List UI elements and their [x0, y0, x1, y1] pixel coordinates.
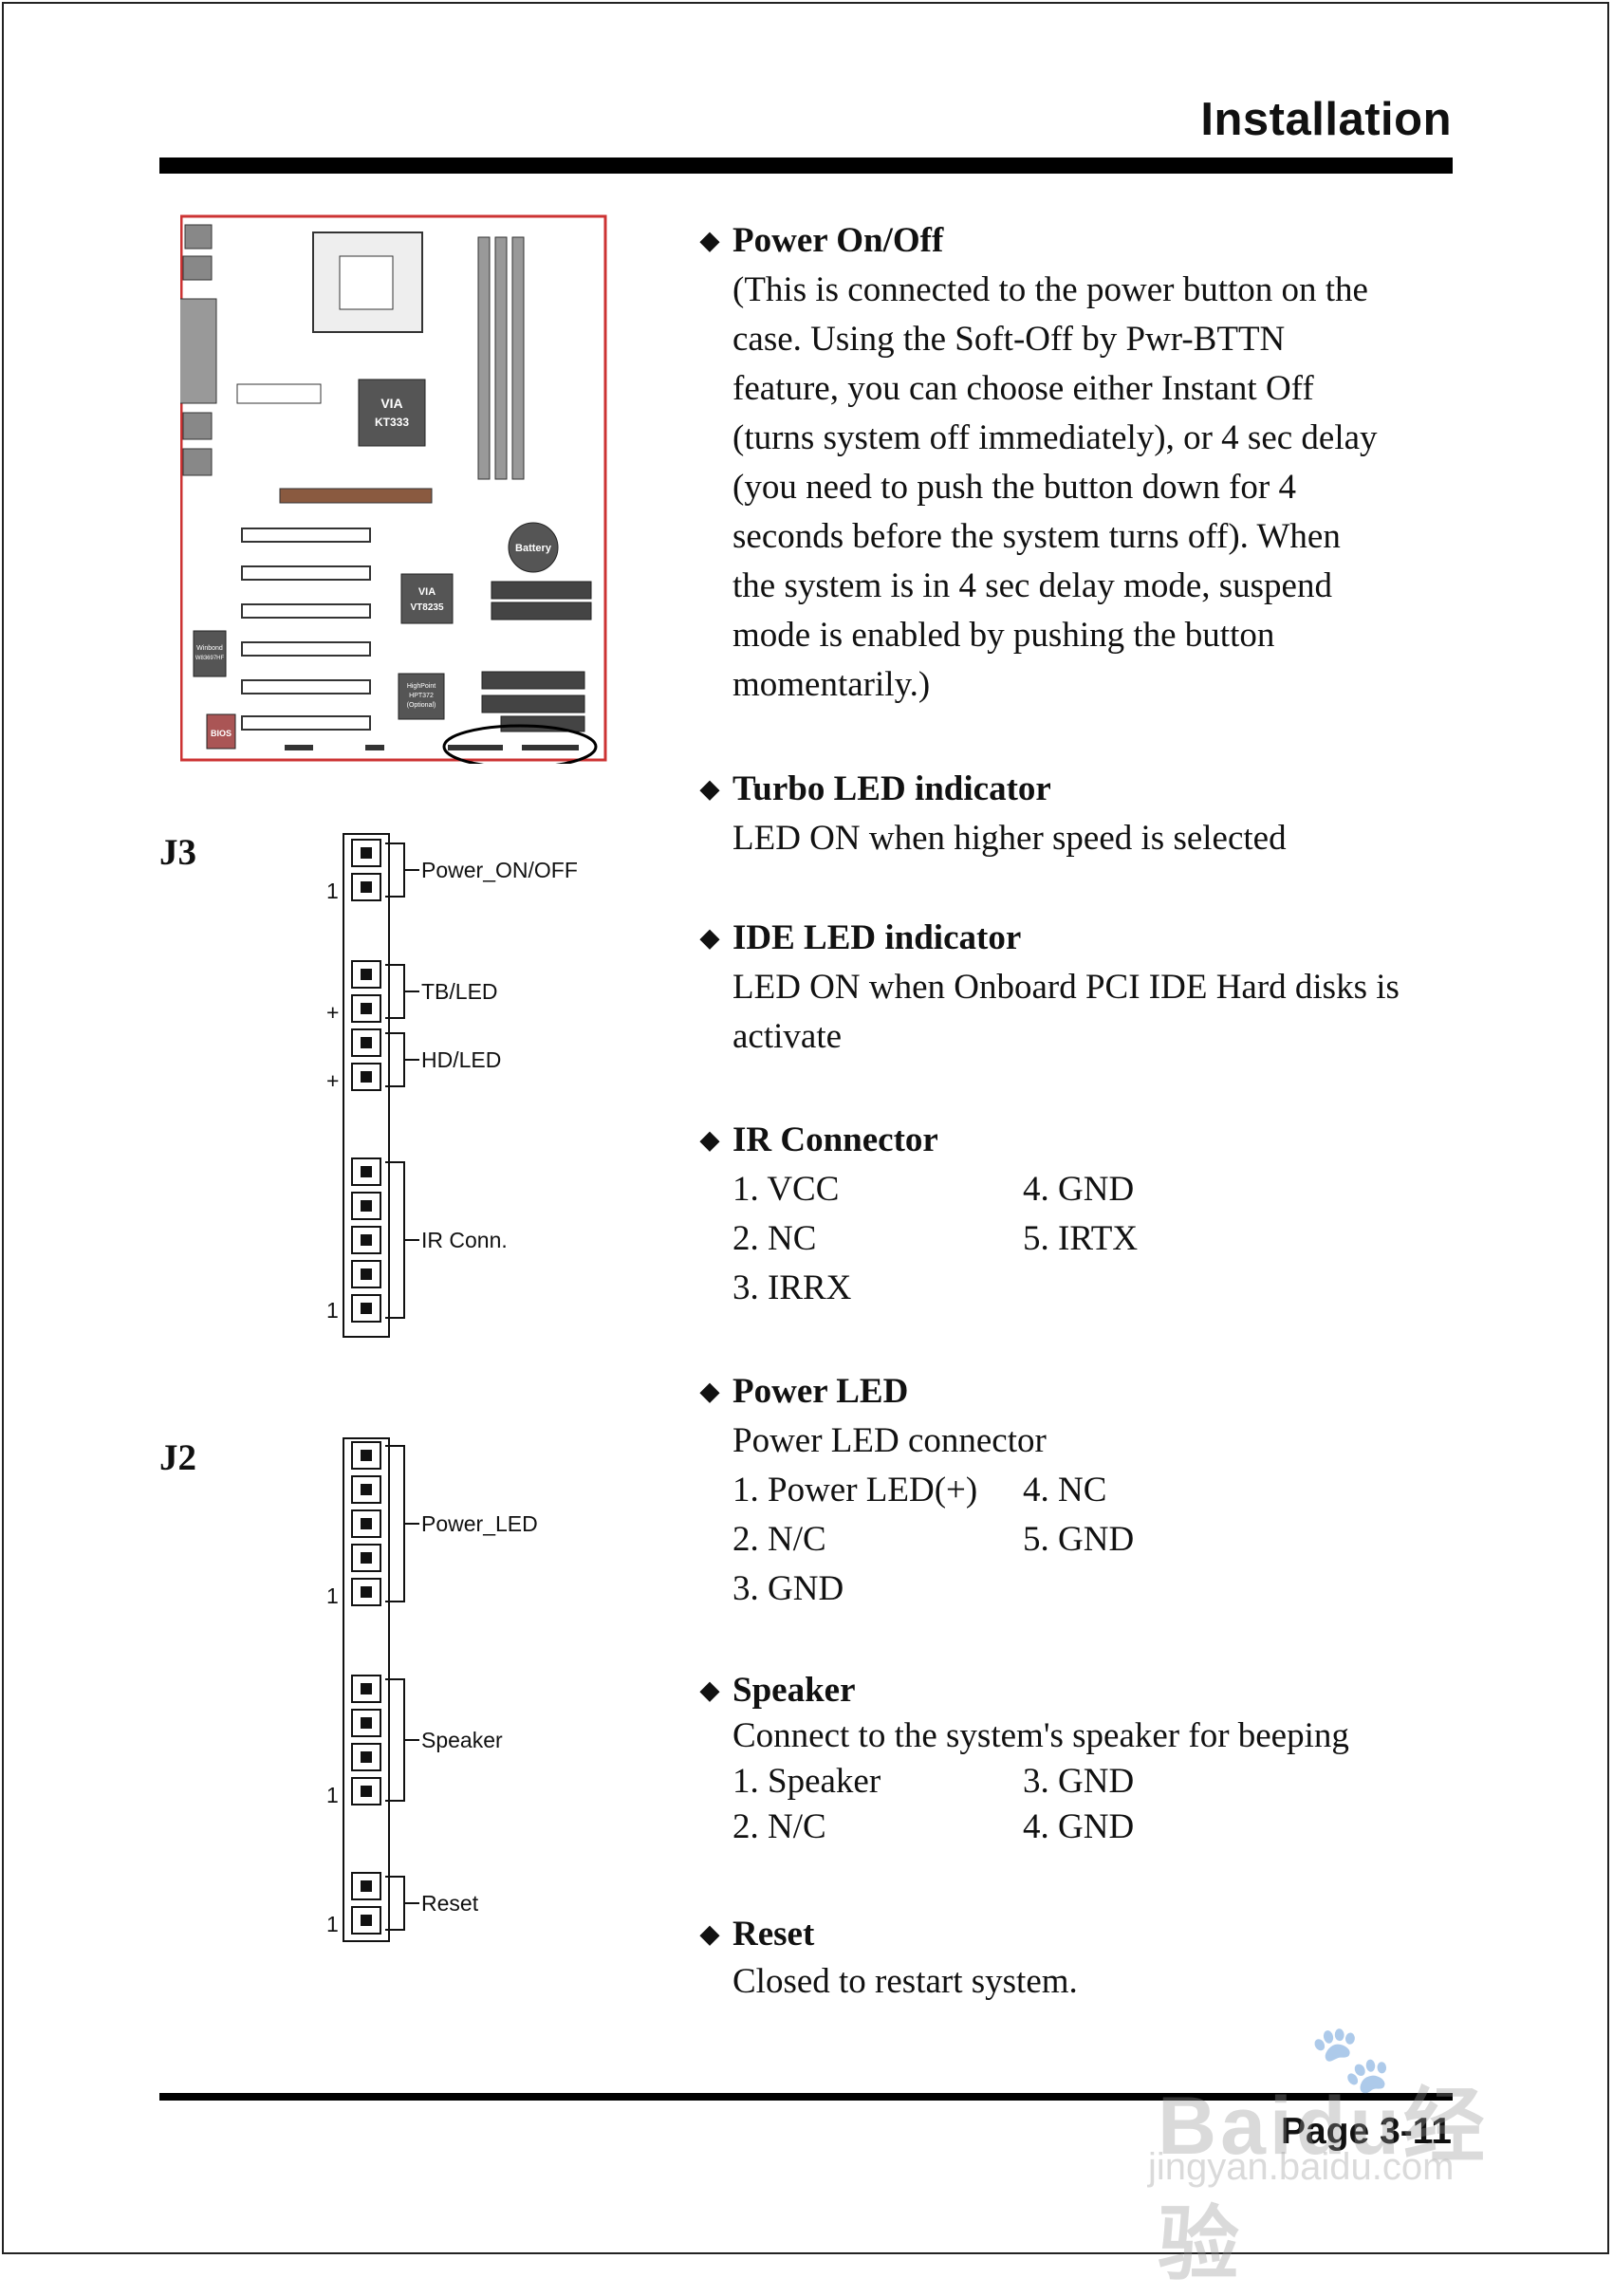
- section-body: Closed to restart system.: [732, 1962, 1078, 2001]
- section-speaker: ◆Speaker Connect to the system's speaker…: [700, 1668, 1478, 1850]
- page-border: [2, 2, 1609, 2254]
- section-body: Connect to the system's speaker for beep…: [732, 1716, 1349, 1755]
- j3-hd-led-label: HD/LED: [421, 1047, 501, 1072]
- watermark-url: jingyan.baidu.com: [1148, 2146, 1455, 2188]
- motherboard-diagram: VIA KT333 VIA VT8235 Battery HighPoint H…: [180, 214, 607, 764]
- front-panel-highlight: [442, 724, 598, 764]
- page-title: Installation: [1200, 94, 1452, 145]
- j2-reset-label: Reset: [421, 1891, 479, 1916]
- diamond-bullet-icon: ◆: [700, 1676, 719, 1704]
- j3-ir-conn-label: IR Conn.: [421, 1228, 508, 1252]
- diamond-bullet-icon: ◆: [700, 1126, 719, 1154]
- watermark: 🐾 Baidu经验 jingyan.baidu.com: [1139, 2021, 1518, 2290]
- chip-north-line2: KT333: [375, 416, 409, 429]
- j2-pin1-mark-power: 1: [326, 1583, 339, 1608]
- j2-pin-diagram: Power_LED Speaker Reset 1 1 1: [326, 1437, 538, 1942]
- chip-raid-line2: HPT372: [409, 693, 434, 699]
- section-heading: ◆Reset: [700, 1911, 1478, 1958]
- footer-rule: [159, 2093, 1453, 2101]
- j3-label: J3: [159, 832, 196, 873]
- j3-pins: [351, 839, 381, 1323]
- diamond-bullet-icon: ◆: [700, 775, 719, 803]
- page-number: Page 3-11: [1281, 2111, 1452, 2152]
- paw-icon: 🐾: [1309, 2022, 1393, 2096]
- bios-label: BIOS: [211, 729, 232, 738]
- chip-io-line1: Winbond: [196, 645, 223, 652]
- j3-plus-mark-hd: +: [326, 1068, 339, 1093]
- section-heading: ◆Turbo LED indicator: [700, 765, 1478, 814]
- diamond-bullet-icon: ◆: [700, 924, 719, 952]
- diamond-bullet-icon: ◆: [700, 1920, 719, 1948]
- j2-power-led-label: Power_LED: [421, 1511, 538, 1536]
- section-body: LED ON when higher speed is selected: [732, 819, 1287, 858]
- diamond-bullet-icon: ◆: [700, 1378, 719, 1405]
- diamond-bullet-icon: ◆: [700, 227, 719, 254]
- section-heading: ◆Power LED: [700, 1367, 1478, 1416]
- section-heading: ◆Speaker: [700, 1668, 1478, 1713]
- j3-pin1-mark-power: 1: [326, 879, 339, 903]
- j2-pin1-mark-reset: 1: [326, 1912, 339, 1936]
- j3-pin-diagram: Power_ON/OFF TB/LED HD/LED IR Conn. 1 + …: [326, 833, 578, 1338]
- section-power-onoff: ◆Power On/Off (This is connected to the …: [700, 216, 1478, 710]
- chip-raid-line1: HighPoint: [407, 683, 436, 690]
- section-heading: ◆IDE LED indicator: [700, 914, 1478, 963]
- chip-io-line2: W83697HF: [195, 656, 225, 661]
- j2-label: J2: [159, 1437, 196, 1478]
- section-ide-led: ◆IDE LED indicator LED ON when Onboard P…: [700, 914, 1478, 1062]
- j2-pin1-mark-speaker: 1: [326, 1783, 339, 1807]
- section-power-led: ◆Power LED Power LED connector 1. Power …: [700, 1367, 1478, 1614]
- section-body: Power LED connector: [732, 1421, 1047, 1460]
- chip-south-line1: VIA: [418, 586, 436, 598]
- j2-speaker-label: Speaker: [421, 1728, 503, 1752]
- chip-north-line1: VIA: [380, 396, 402, 411]
- section-reset: ◆Reset Closed to restart system.: [700, 1911, 1478, 2006]
- section-heading: ◆IR Connector: [700, 1116, 1478, 1165]
- section-heading: ◆Power On/Off: [700, 216, 1478, 266]
- j3-power-onoff-label: Power_ON/OFF: [421, 858, 578, 882]
- battery-label: Battery: [515, 543, 552, 554]
- chip-south-line2: VT8235: [410, 602, 443, 613]
- j3-plus-mark-tb: +: [326, 1000, 339, 1025]
- section-turbo-led: ◆Turbo LED indicator LED ON when higher …: [700, 765, 1478, 863]
- section-body: (This is connected to the power button o…: [732, 270, 1378, 704]
- j3-tb-led-label: TB/LED: [421, 979, 498, 1004]
- header-rule: [159, 157, 1453, 174]
- j3-pin1-mark-ir: 1: [326, 1298, 339, 1323]
- chip-raid-line3: (Optional): [407, 702, 436, 709]
- section-body: LED ON when Onboard PCI IDE Hard disks i…: [732, 968, 1400, 1056]
